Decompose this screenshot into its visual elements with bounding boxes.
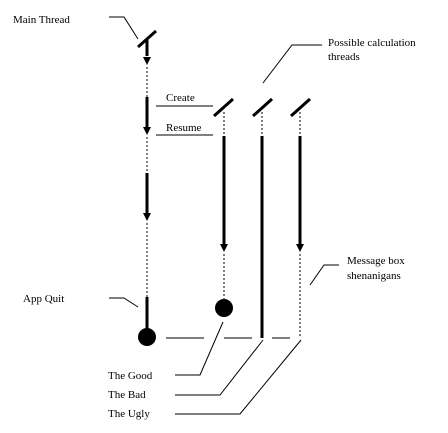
thread-b-start-tick — [251, 97, 274, 118]
message-box-leader — [309, 264, 339, 286]
thread-a-start-tick — [212, 97, 235, 118]
main-thread-leader — [109, 16, 139, 40]
thread-a-arrowhead — [220, 244, 228, 252]
the-good-leader — [175, 321, 224, 376]
the-bad-leader — [175, 339, 264, 396]
create-label: Create — [166, 92, 195, 104]
the-bad-label: The Bad — [108, 389, 146, 401]
app-quit-label: App Quit — [23, 293, 64, 305]
possible-threads-leader — [262, 44, 322, 84]
message-box-label-line2: shenanigans — [347, 270, 401, 282]
main-thread-arrowhead-2 — [143, 127, 151, 135]
thread-a-end-dot — [215, 299, 233, 317]
the-ugly-leader — [175, 339, 302, 415]
possible-threads-label-line1: Possible calculation — [328, 37, 416, 49]
thread-c-start-tick — [289, 97, 312, 118]
resume-label: Resume — [166, 122, 202, 134]
message-box-label-line1: Message box — [347, 255, 405, 267]
thread-c-arrowhead — [296, 244, 304, 252]
main-thread-arrowhead-3 — [143, 213, 151, 221]
the-ugly-label: The Ugly — [108, 408, 150, 420]
the-good-label: The Good — [108, 370, 153, 382]
app-quit-leader — [109, 297, 139, 308]
main-thread-start-tick — [137, 29, 157, 49]
main-thread-end-dot — [138, 328, 156, 346]
main-thread-label: Main Thread — [13, 14, 70, 26]
main-thread-arrowhead-1 — [143, 57, 151, 65]
possible-threads-label-line2: threads — [328, 51, 360, 63]
